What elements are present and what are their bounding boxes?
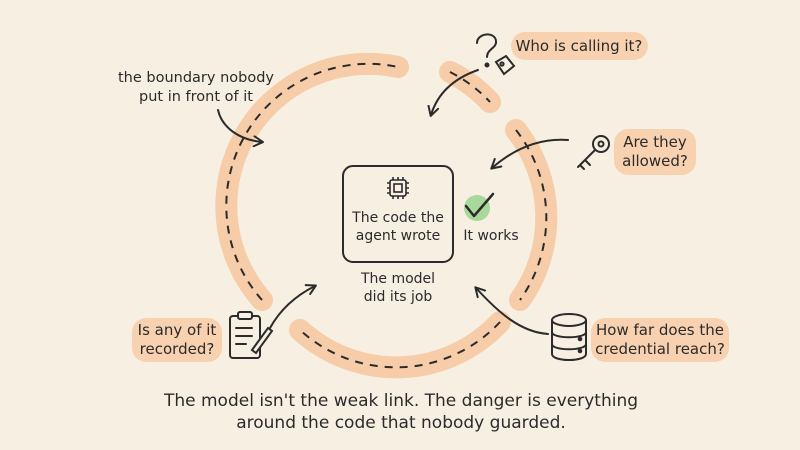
boundary-ring: [215, 52, 558, 379]
callout-who-arrow: [427, 69, 479, 117]
key-icon: [577, 135, 610, 170]
callout-recorded-line-1: Is any of it: [138, 321, 217, 339]
question-tag-icon: [476, 33, 516, 76]
callout-recorded-line-2: recorded?: [140, 340, 215, 358]
center-line-1: The code the: [351, 210, 444, 226]
annotation-line-1: the boundary nobody: [118, 70, 274, 86]
model-note: The model did its job: [360, 271, 435, 305]
callout-reach-line-1: How far does the: [596, 321, 724, 339]
callout-who-text: Who is calling it?: [516, 37, 643, 55]
database-icon: [551, 313, 587, 361]
callout-reach-arrow: [474, 286, 549, 335]
clipboard-icon: [229, 311, 274, 359]
boundary-annotation: the boundary nobody put in front of it: [118, 70, 274, 148]
caption-line-2: around the code that nobody guarded.: [236, 413, 566, 433]
model-note-line-2: did its job: [364, 289, 433, 305]
it-works-group: It works: [463, 192, 519, 244]
center-box: The code the agent wrote: [342, 165, 454, 263]
caption: The model isn't the weak link. The dange…: [163, 391, 638, 433]
callout-recorded-arrow: [269, 284, 317, 329]
callout-reach-line-2: credential reach?: [595, 340, 725, 358]
model-note-line-1: The model: [360, 271, 435, 287]
chip-icon: [387, 177, 409, 199]
callout-recorded: Is any of it recorded?: [132, 284, 317, 362]
callout-allowed-line-1: Are they: [623, 133, 687, 151]
it-works-label: It works: [463, 228, 518, 244]
callout-allowed: Are they allowed?: [490, 129, 696, 175]
callout-reach: How far does the credential reach?: [474, 286, 729, 362]
checkmark-icon: [464, 192, 495, 221]
annotation-arrow: [217, 109, 264, 148]
callout-allowed-arrow: [490, 138, 569, 170]
callout-allowed-line-2: allowed?: [622, 152, 688, 170]
annotation-line-2: put in front of it: [139, 89, 253, 105]
callout-who: Who is calling it?: [427, 32, 648, 117]
center-line-2: agent wrote: [356, 228, 440, 244]
caption-line-1: The model isn't the weak link. The dange…: [163, 391, 638, 411]
